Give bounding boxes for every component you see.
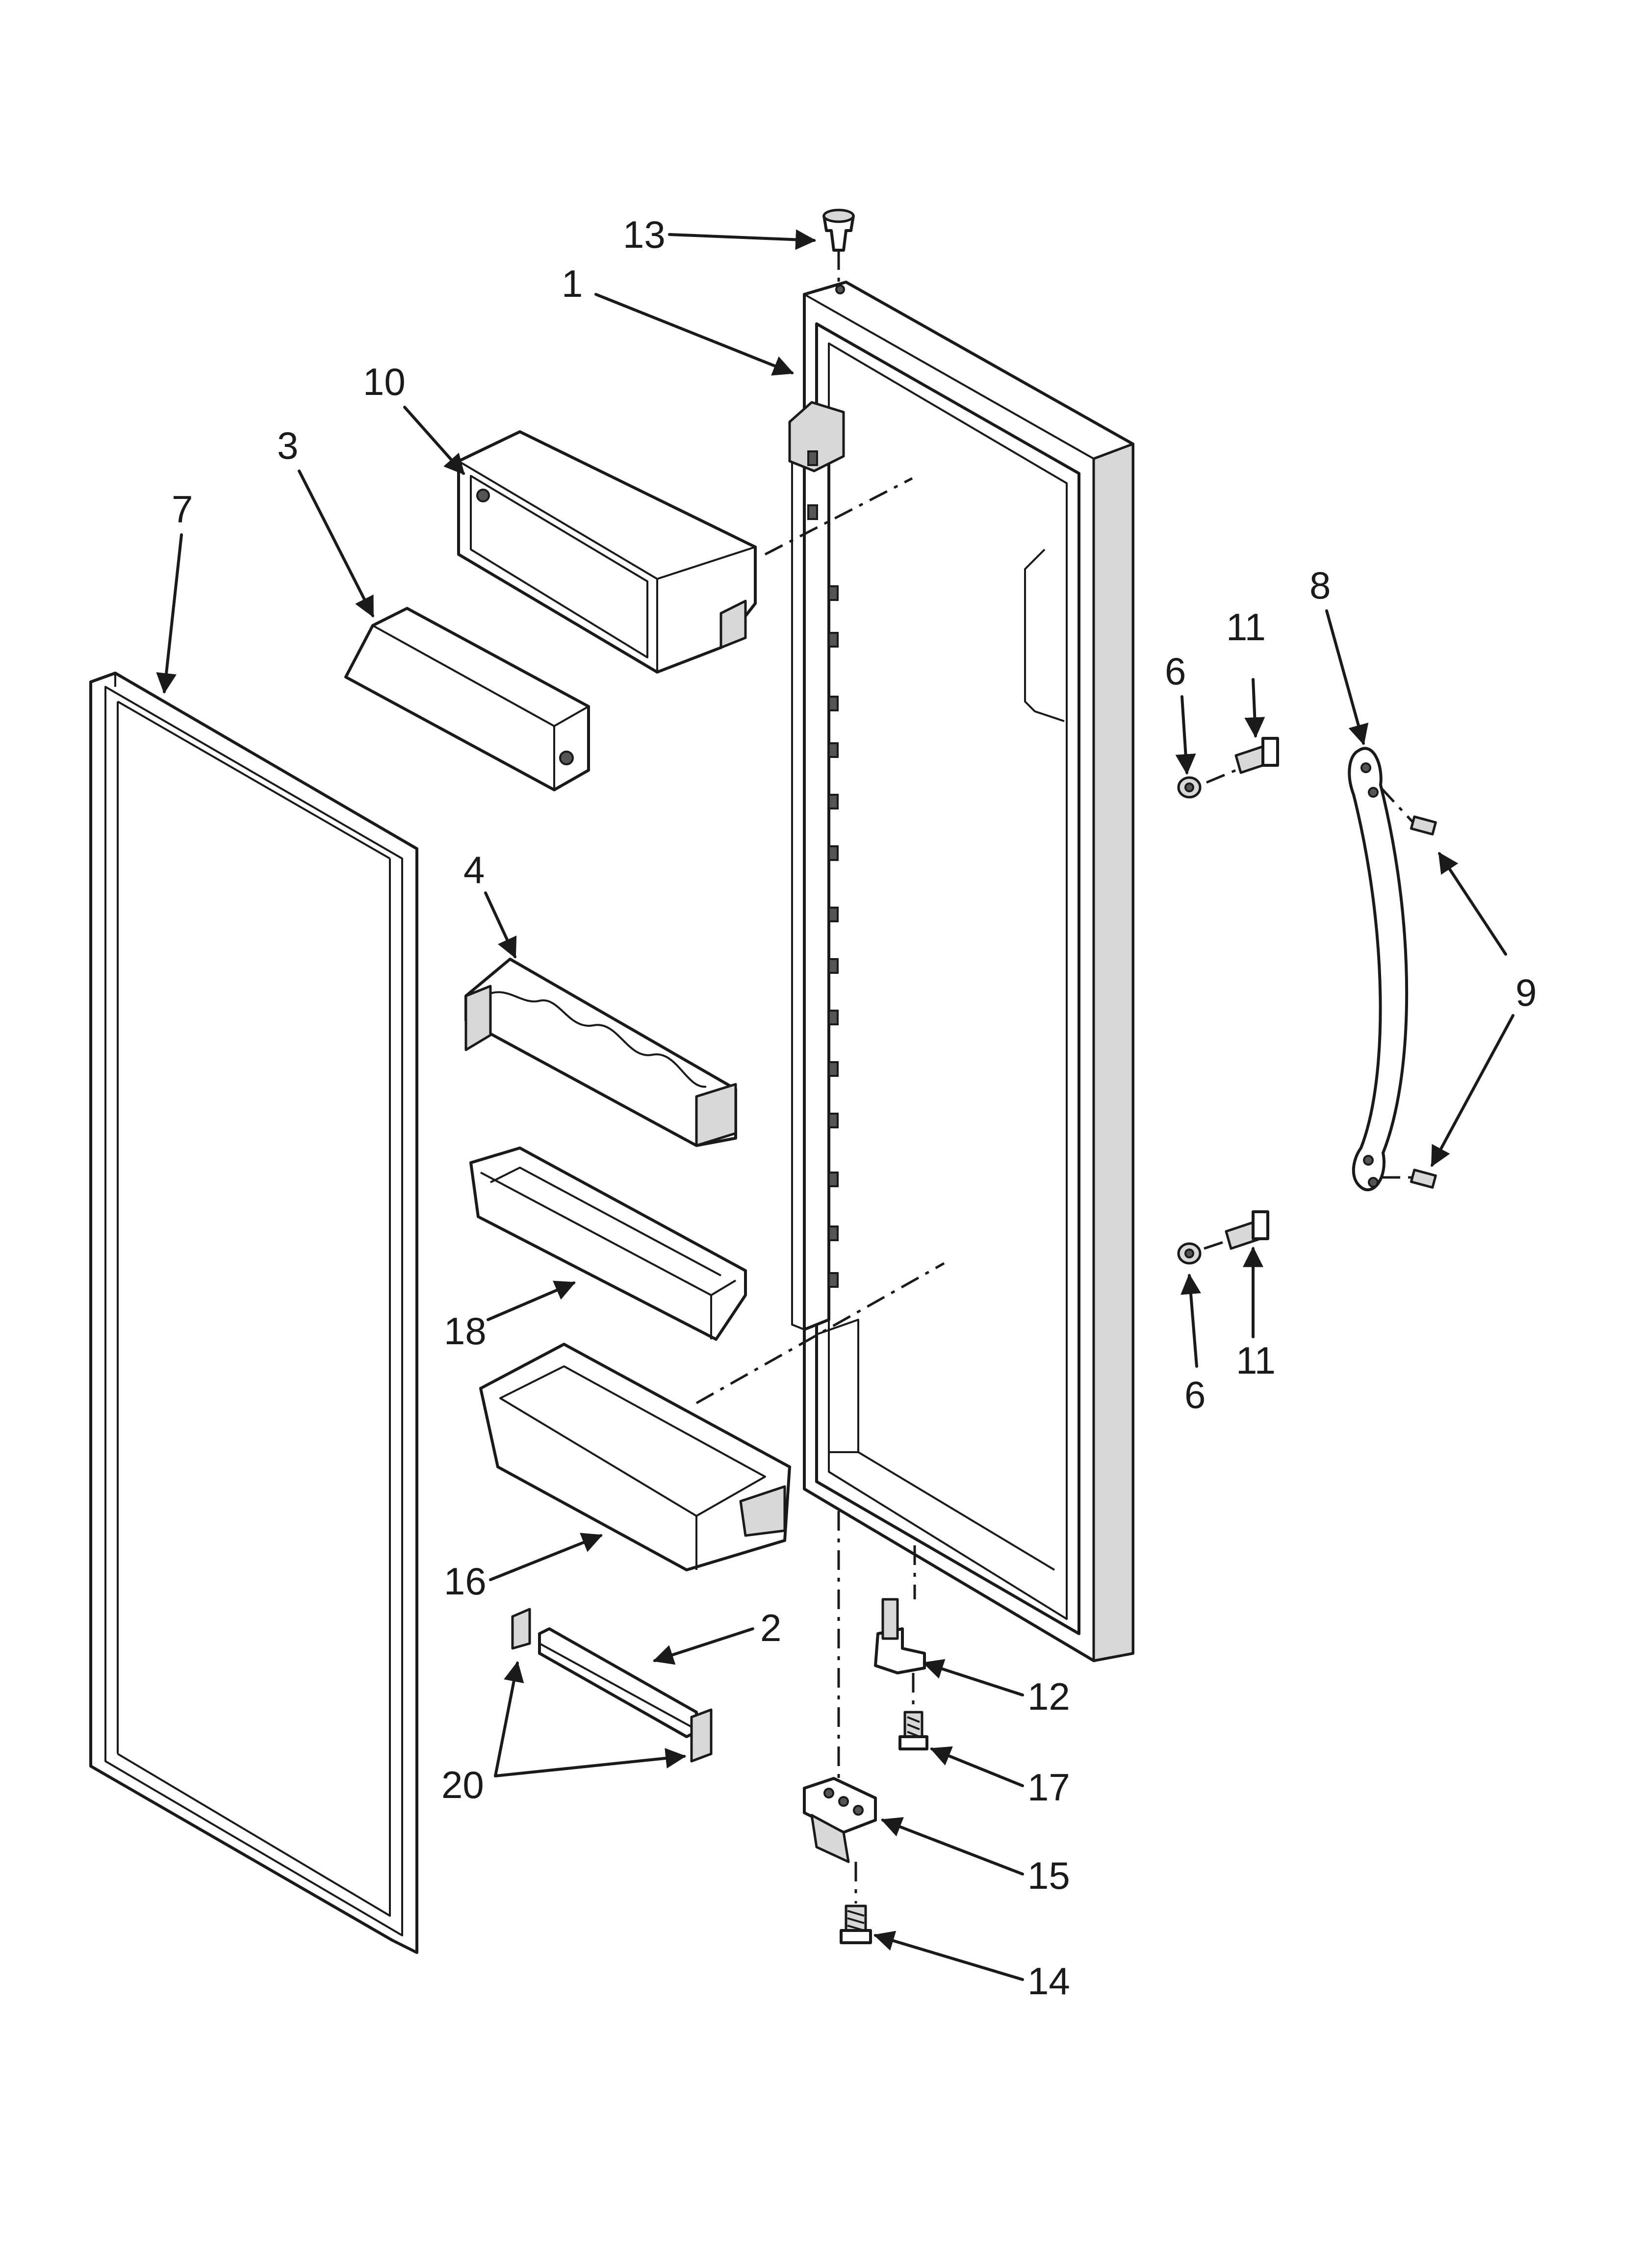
callout-8: 8 [1309, 564, 1331, 607]
screw-part-17 [898, 1711, 928, 1750]
callout-12: 12 [1027, 1675, 1070, 1718]
shelf-trim-part-2 [538, 1627, 698, 1738]
callout-6-upper: 6 [1165, 650, 1186, 693]
dairy-door-part-3 [344, 607, 590, 791]
door-bin-part-18 [469, 1147, 747, 1341]
callout-13: 13 [623, 213, 666, 256]
callout-11-lower: 11 [1236, 1339, 1276, 1382]
set-screws-part-9 [1410, 815, 1437, 1189]
callout-10: 10 [363, 360, 406, 403]
assembly-lines [695, 250, 1413, 1903]
dairy-bin-part-10 [457, 430, 757, 674]
can-rack-shelf-part-4 [464, 958, 737, 1147]
screw-part-11-upper [1234, 737, 1279, 774]
screw-part-14 [840, 1904, 872, 1944]
leader-arrows [156, 229, 1514, 1981]
callout-4: 4 [463, 848, 485, 891]
screw-part-11-lower [1225, 1210, 1269, 1250]
door-gasket-part-7 [89, 672, 418, 1954]
callout-18: 18 [444, 1309, 487, 1353]
callout-9: 9 [1515, 971, 1537, 1014]
hinge-pin-part-12 [874, 1598, 926, 1674]
spacer-part-6-lower [1177, 1242, 1202, 1265]
door-handle-part-8 [1348, 747, 1409, 1192]
callout-17: 17 [1027, 1766, 1070, 1809]
callout-labels: 13 1 10 3 7 8 11 6 4 9 18 11 6 16 2 12 2… [172, 213, 1537, 2003]
trim-end-caps-part-20 [511, 1608, 713, 1763]
spacer-part-6-upper [1177, 776, 1202, 799]
refrigerator-door-part-1 [788, 281, 1134, 1662]
hinge-plug-part-13 [822, 209, 855, 294]
large-door-bin-part-16 [479, 1343, 791, 1571]
hinge-bracket-part-15 [803, 1777, 877, 1863]
callout-1: 1 [562, 262, 583, 305]
callout-7: 7 [172, 488, 193, 531]
callout-20: 20 [441, 1763, 484, 1806]
callout-3: 3 [277, 424, 298, 467]
callout-2: 2 [760, 1606, 781, 1649]
callout-11-upper: 11 [1226, 605, 1266, 649]
callout-16: 16 [444, 1560, 487, 1603]
callout-6-lower: 6 [1184, 1373, 1206, 1416]
door-shelf-slots [807, 450, 839, 1288]
callout-14: 14 [1027, 1959, 1070, 2003]
callout-15: 15 [1027, 1854, 1070, 1897]
